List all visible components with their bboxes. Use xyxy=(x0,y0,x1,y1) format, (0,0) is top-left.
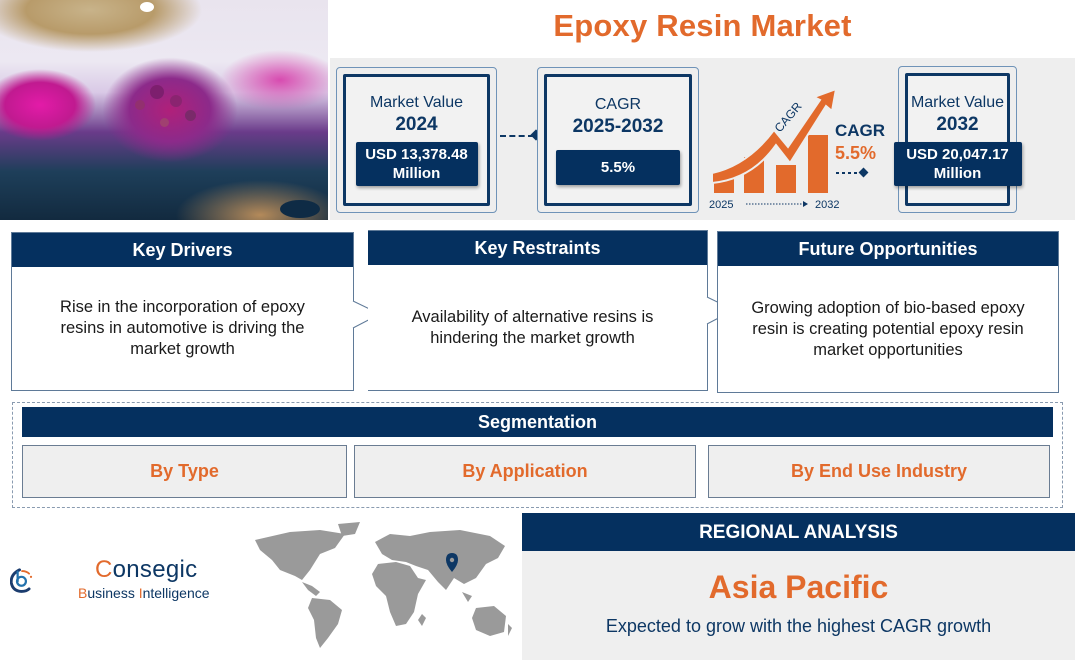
logo-name-rest: onsegic xyxy=(112,556,198,583)
hero-image xyxy=(0,0,328,220)
world-map-icon xyxy=(255,522,512,648)
logo-tagline: Business Intelligence xyxy=(78,585,210,601)
key-restraints-heading: Key Restraints xyxy=(368,231,707,265)
stat-card-market-value-2032: Market Value 2032 USD 20,047.17 Million xyxy=(893,66,1022,213)
key-restraints-box: Key Restraints Availability of alternati… xyxy=(368,230,708,391)
future-opportunities-heading: Future Opportunities xyxy=(718,232,1058,266)
key-drivers-box: Key Drivers Rise in the incorporation of… xyxy=(11,232,354,391)
key-drivers-text: Rise in the incorporation of epoxy resin… xyxy=(60,298,305,358)
key-restraints-text: Availability of alternative resins is hi… xyxy=(411,307,654,347)
segment-by-type[interactable]: By Type xyxy=(22,445,347,498)
consegic-logo-icon xyxy=(10,568,33,593)
region-name: Asia Pacific xyxy=(708,569,889,605)
future-opportunities-box: Future Opportunities Growing adoption of… xyxy=(717,231,1059,393)
segment-by-application[interactable]: By Application xyxy=(354,445,696,498)
segmentation-heading: Segmentation xyxy=(22,407,1053,437)
stat-value: USD 20,047.17 Million xyxy=(893,141,1022,186)
stat-card-cagr: CAGR 2025-2032 5.5% xyxy=(537,67,699,213)
logo-sub-usiness: usiness xyxy=(87,585,139,601)
cagr-side-value: 5.5% xyxy=(835,143,877,163)
logo-sub-i: I xyxy=(138,585,143,601)
page-title: Epoxy Resin Market xyxy=(553,8,852,43)
logo-initial: C xyxy=(95,556,113,583)
segmentation-section: Segmentation By Type By Application By E… xyxy=(12,402,1063,508)
regional-analysis-panel: REGIONAL ANALYSIS Asia Pacific Expected … xyxy=(522,513,1075,660)
stat-year: 2024 xyxy=(395,114,438,135)
cagr-side-label: CAGR xyxy=(835,121,886,140)
stat-label: Market Value xyxy=(369,94,464,111)
segment-by-end-use-industry[interactable]: By End Use Industry xyxy=(708,445,1050,498)
logo-wordmark: Consegic xyxy=(95,556,197,584)
stat-label: Market Value xyxy=(910,93,1005,111)
year-end: 2032 xyxy=(815,199,840,211)
logo-sub-ntelligence: ntelligence xyxy=(142,585,210,601)
dotted-connector xyxy=(500,135,534,137)
future-opportunities-text: Growing adoption of bio-based epoxy resi… xyxy=(751,298,1025,359)
stat-year: 2032 xyxy=(936,113,979,135)
stat-card-market-value-2024: Market Value 2024 USD 13,378.48 Million xyxy=(336,67,497,213)
year-start: 2025 xyxy=(709,199,734,211)
stat-value: 5.5% xyxy=(556,149,680,185)
key-drivers-heading: Key Drivers xyxy=(12,233,353,267)
cagr-growth-chart-icon: CAGR xyxy=(711,87,869,207)
region-description: Expected to grow with the highest CAGR g… xyxy=(605,616,992,636)
stat-period: 2025-2032 xyxy=(572,115,664,137)
stat-label: CAGR xyxy=(594,95,642,113)
regional-analysis-heading: REGIONAL ANALYSIS xyxy=(522,513,1075,551)
stat-value: USD 13,378.48 Million xyxy=(355,142,478,186)
logo-sub-b: B xyxy=(78,585,88,601)
